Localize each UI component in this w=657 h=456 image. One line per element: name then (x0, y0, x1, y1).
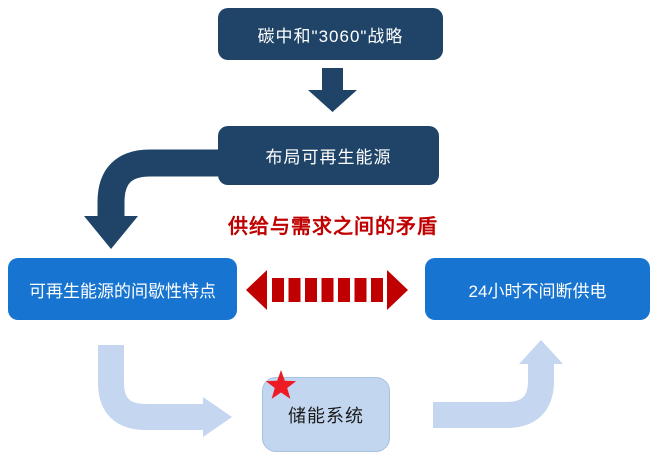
curved-arrow-right-shaft (433, 364, 554, 428)
dash-segment (272, 278, 284, 302)
dash-segment (288, 278, 301, 302)
node-carbon-strategy: 碳中和"3060"战略 (218, 8, 443, 60)
node-renewable-layout: 布局可再生能源 (218, 126, 439, 185)
down-block-arrow-icon (308, 68, 357, 112)
node-intermittency: 可再生能源的间歇性特点 (8, 258, 237, 320)
dashed-arrow-left-head (246, 270, 267, 310)
dash-segment (305, 278, 317, 302)
curved-arrow-left-head (203, 397, 232, 437)
conflict-heading: 供给与需求之间的矛盾 (228, 216, 438, 238)
curved-arrow-left-icon (98, 345, 232, 437)
dash-segment (371, 278, 383, 302)
node-energy-storage: 储能系统 (262, 377, 390, 452)
dash-segment (354, 278, 367, 302)
node-uninterrupted-supply-label: 24小时不间断供电 (468, 281, 607, 301)
curved-arrow-right-head (519, 340, 563, 364)
node-renewable-layout-label: 布局可再生能源 (265, 148, 392, 167)
node-uninterrupted-supply: 24小时不间断供电 (425, 258, 650, 320)
curved-arrow-right-icon (433, 340, 563, 428)
dash-segment (321, 278, 334, 302)
elbow-arrow-head (84, 216, 138, 249)
curved-arrow-left-shaft (98, 345, 203, 430)
dash-segment (338, 278, 350, 302)
node-intermittency-label: 可再生能源的间歇性特点 (29, 281, 216, 301)
node-carbon-strategy-label: 碳中和"3060"战略 (257, 26, 404, 46)
elbow-arrow-shaft (97, 149, 218, 217)
dashed-arrow-right-head (387, 270, 408, 310)
dashed-double-arrow-icon (246, 270, 408, 310)
node-energy-storage-label: 储能系统 (288, 405, 364, 426)
elbow-arrow-icon (84, 149, 218, 249)
